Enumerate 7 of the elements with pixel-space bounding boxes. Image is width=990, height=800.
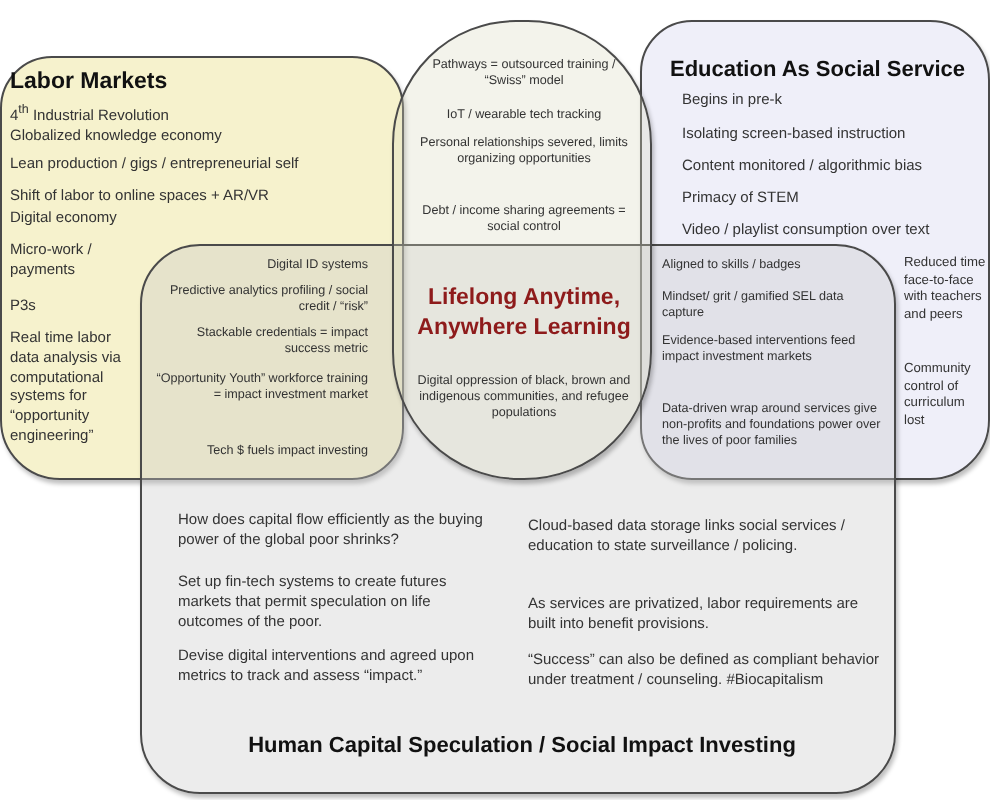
- venn-region: [640, 20, 990, 480]
- region-title: Labor Markets: [10, 68, 170, 98]
- venn-region: [140, 244, 896, 794]
- region-title: Human Capital Speculation / Social Impact Investing: [246, 732, 798, 761]
- venn-region: [0, 56, 404, 480]
- region-title: Education As Social Service: [670, 56, 968, 85]
- central-title: Lifelong Anytime, Anywhere Learning: [415, 284, 633, 344]
